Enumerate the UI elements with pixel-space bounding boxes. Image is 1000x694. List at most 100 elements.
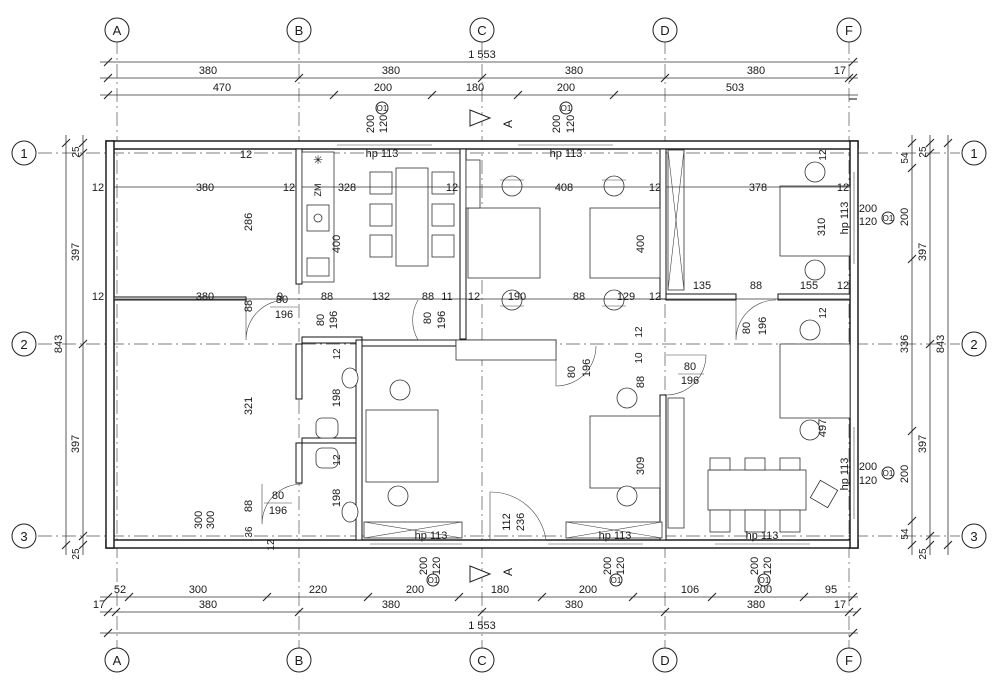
door-width: 80 bbox=[276, 294, 288, 306]
svg-text:F: F bbox=[845, 653, 853, 668]
chair bbox=[744, 509, 766, 533]
svg-text:12: 12 bbox=[92, 291, 104, 303]
dim-left-part: 397 bbox=[70, 243, 82, 261]
svg-text:36: 36 bbox=[244, 526, 255, 538]
grid-bubble-D-top: D bbox=[652, 17, 678, 43]
svg-text:300: 300 bbox=[205, 511, 217, 529]
chair bbox=[709, 457, 731, 471]
svg-text:309: 309 bbox=[635, 457, 647, 475]
wall-office-D-upper bbox=[659, 148, 667, 300]
svg-text:hp 113: hp 113 bbox=[839, 458, 851, 491]
svg-text:12: 12 bbox=[92, 182, 104, 194]
svg-text:196: 196 bbox=[581, 359, 593, 377]
entrance-door-gap bbox=[486, 541, 546, 547]
svg-text:135: 135 bbox=[693, 280, 711, 292]
dim-right-part: 25 bbox=[918, 548, 929, 560]
grid-bubble-1-right: 1 bbox=[961, 140, 987, 166]
room-width: 380 bbox=[196, 291, 214, 303]
desk bbox=[779, 185, 851, 257]
wall-mid-left bbox=[113, 296, 247, 301]
door-swing bbox=[245, 299, 287, 341]
office-chair bbox=[616, 485, 638, 507]
svg-text:C: C bbox=[477, 653, 486, 668]
door-swing bbox=[665, 354, 707, 396]
svg-text:200: 200 bbox=[418, 557, 430, 575]
svg-text:12: 12 bbox=[240, 149, 252, 161]
svg-text:112: 112 bbox=[501, 513, 513, 531]
room-dimensions: 12 380 12 328 12 408 12 378 12 12 380 9 … bbox=[92, 149, 850, 551]
office-chair bbox=[616, 387, 638, 409]
wall-corridor-1 bbox=[301, 336, 363, 344]
svg-text:3: 3 bbox=[970, 529, 977, 544]
svg-text:155: 155 bbox=[800, 280, 818, 292]
doors bbox=[245, 299, 777, 541]
dim-bottom-module: 17 bbox=[834, 599, 846, 611]
grid-bubble-2-left: 2 bbox=[11, 331, 37, 357]
svg-text:196: 196 bbox=[681, 375, 699, 387]
window-tag-bottom-2: hp 113 200 120 O1 bbox=[599, 530, 631, 587]
svg-text:hp 113: hp 113 bbox=[839, 202, 851, 235]
dim-right-part: 54 bbox=[900, 528, 911, 540]
svg-text:120: 120 bbox=[615, 557, 627, 575]
svg-text:120: 120 bbox=[431, 557, 443, 575]
svg-text:400: 400 bbox=[331, 235, 343, 253]
svg-text:196: 196 bbox=[269, 505, 287, 517]
svg-text:88: 88 bbox=[635, 376, 647, 388]
chair bbox=[779, 457, 801, 471]
svg-text:A: A bbox=[113, 653, 122, 668]
svg-text:C: C bbox=[477, 23, 486, 38]
dim-bottom-opening: 52 bbox=[114, 584, 126, 596]
grid-bubble-B-top: B bbox=[286, 17, 312, 43]
svg-text:196: 196 bbox=[436, 311, 448, 329]
chair bbox=[369, 171, 393, 195]
svg-text:✳: ✳ bbox=[313, 153, 323, 167]
svg-text:200: 200 bbox=[602, 557, 614, 575]
dim-right-overall: 843 bbox=[935, 335, 947, 353]
svg-text:400: 400 bbox=[635, 235, 647, 253]
dim-right-part: 397 bbox=[917, 435, 929, 453]
svg-text:120: 120 bbox=[859, 475, 877, 487]
svg-text:12: 12 bbox=[446, 182, 458, 194]
dim-top-module: 17 bbox=[834, 65, 846, 77]
wall-kitchen-right bbox=[459, 148, 467, 340]
svg-text:B: B bbox=[295, 23, 304, 38]
office-chair bbox=[602, 175, 626, 197]
window-tag-top-2: 200 120 O1 hp 113 bbox=[550, 101, 582, 160]
office-chair bbox=[602, 289, 626, 311]
dim-top-opening: 200 bbox=[557, 82, 575, 94]
room-width: 408 bbox=[555, 182, 573, 194]
svg-text:3: 3 bbox=[20, 529, 27, 544]
dim-bottom-module: 380 bbox=[747, 599, 765, 611]
svg-text:12: 12 bbox=[266, 539, 277, 551]
svg-text:O1: O1 bbox=[428, 576, 439, 585]
walls bbox=[105, 140, 859, 549]
svg-text:120: 120 bbox=[565, 115, 577, 133]
dim-bottom-opening: 106 bbox=[681, 584, 699, 596]
door-swing bbox=[555, 345, 597, 387]
dim-top-overall: 1 553 bbox=[468, 49, 496, 61]
dim-right-part: 200 bbox=[899, 465, 911, 483]
dim-top-opening: 503 bbox=[726, 82, 744, 94]
right-dimension-chains: 54 25 200 397 336 397 200 54 25 843 bbox=[899, 135, 953, 560]
svg-text:80: 80 bbox=[315, 314, 327, 326]
toilet bbox=[315, 417, 339, 439]
grid-bubble-3-left: 3 bbox=[11, 523, 37, 549]
dim-left-part: 25 bbox=[71, 146, 82, 158]
wall-wc-left-2 bbox=[295, 442, 303, 484]
svg-text:80: 80 bbox=[684, 361, 696, 373]
svg-text:2: 2 bbox=[970, 337, 977, 352]
svg-text:O1: O1 bbox=[759, 576, 770, 585]
wall-wc-mid bbox=[301, 437, 357, 444]
exterior-wall-left bbox=[105, 140, 115, 549]
grid-bubble-1-left: 1 bbox=[11, 140, 37, 166]
dim-left-part: 397 bbox=[70, 435, 82, 453]
office-chair bbox=[799, 319, 821, 341]
svg-text:O1: O1 bbox=[611, 576, 622, 585]
door-height: 196 bbox=[275, 309, 293, 321]
washbasin bbox=[341, 367, 359, 389]
grid-bubble-F-bottom: F bbox=[836, 647, 862, 673]
bottom-dimension-chains: 52 300 220 200 180 200 106 200 95 17 380… bbox=[93, 584, 862, 638]
dim-top-module: 380 bbox=[565, 65, 583, 77]
svg-text:80: 80 bbox=[272, 490, 284, 502]
office-chair bbox=[804, 259, 826, 281]
